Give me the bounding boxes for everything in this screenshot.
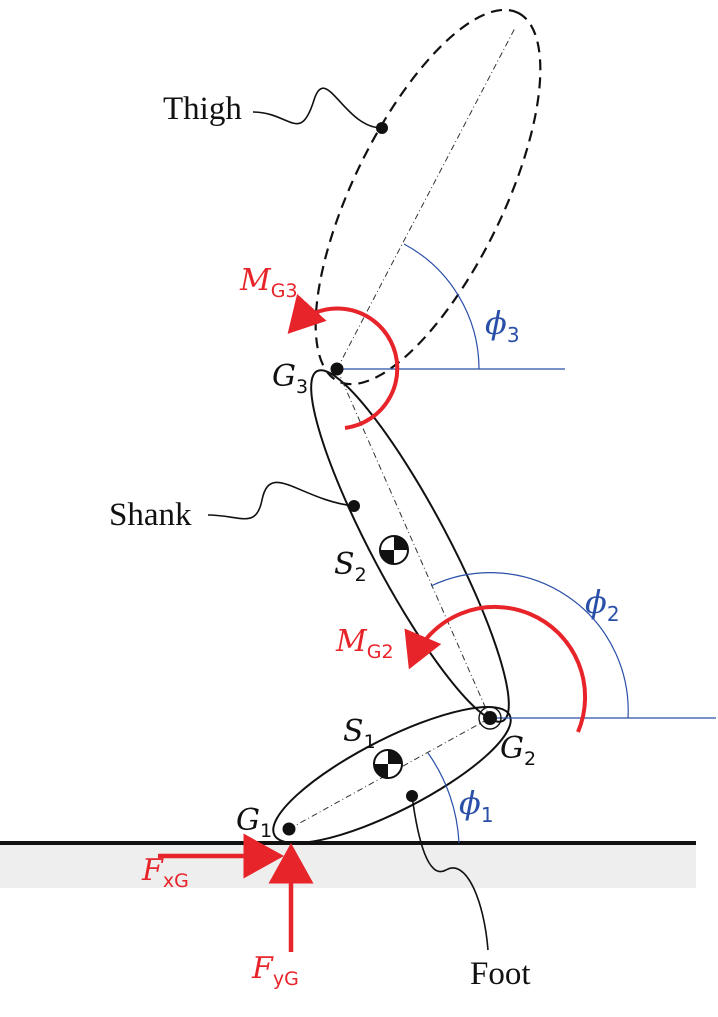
joint-g3-dot <box>330 362 344 376</box>
thigh-attachment-dot <box>376 122 388 134</box>
shank-attachment-dot <box>348 500 360 512</box>
force-x-label: FxG <box>141 853 189 892</box>
shank-leader <box>207 481 355 520</box>
shank-segment <box>310 369 510 723</box>
joint-g2-label: G2 <box>500 731 536 770</box>
joint-g1-label: G1 <box>236 803 272 842</box>
moment-g2-label: MG2 <box>335 624 394 663</box>
com-s1-label: S1 <box>343 714 376 753</box>
foot-axis <box>288 717 491 830</box>
phi1-label: ϕ1 <box>459 784 494 827</box>
joint-g2-dot <box>483 711 497 725</box>
moment-g2-arc <box>404 604 588 733</box>
joint-g3-label: G3 <box>272 359 308 398</box>
phi2-label: ϕ2 <box>585 583 620 626</box>
phi1-arc <box>427 752 460 844</box>
foot-leader <box>411 795 489 951</box>
thigh-leader <box>252 87 383 129</box>
com-s2-icon <box>379 535 409 565</box>
force-y-label: FyG <box>251 951 299 990</box>
shank-axis <box>336 368 491 719</box>
joint-g1-dot <box>282 822 296 836</box>
thigh-segment <box>314 8 542 386</box>
phi3-label: ϕ3 <box>485 304 520 347</box>
com-s1-icon <box>373 749 403 779</box>
phi2-arc <box>430 572 629 719</box>
com-s2-label: S2 <box>334 547 367 586</box>
ground-shade <box>0 844 696 888</box>
shank-label: Shank <box>109 497 192 533</box>
joint-g2-ring <box>478 706 502 730</box>
moment-g3-arc <box>287 293 400 430</box>
moment-g3-label: MG3 <box>239 263 298 302</box>
foot-attachment-dot <box>406 790 418 802</box>
phi3-arc <box>403 243 480 370</box>
foot-label: Foot <box>470 956 531 992</box>
thigh-label: Thigh <box>163 91 242 127</box>
